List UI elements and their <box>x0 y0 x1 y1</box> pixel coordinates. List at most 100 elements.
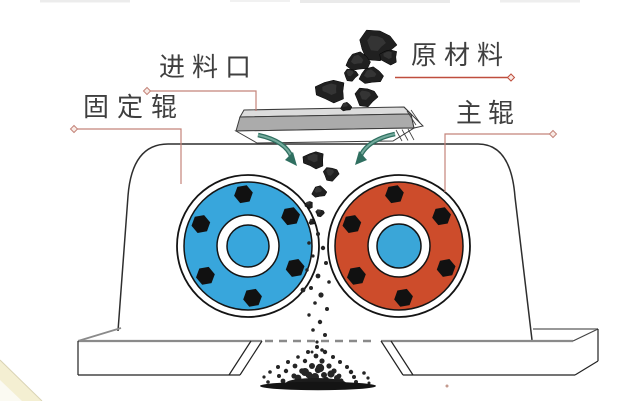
crushed-particle <box>280 378 286 384</box>
crushed-particle <box>320 245 326 251</box>
roller-bolt <box>394 288 413 307</box>
crushed-material-stream <box>262 232 371 385</box>
base-right <box>380 328 599 376</box>
leader-raw-material-diamond <box>506 73 516 82</box>
rock-highlight <box>342 102 348 107</box>
rock-highlight <box>367 35 386 51</box>
raw-material-rocks <box>302 29 398 225</box>
top-edge-artifacts <box>40 0 580 3</box>
crushed-particle <box>326 363 332 369</box>
rock-highlight <box>309 218 313 222</box>
roller-bolt <box>243 288 262 307</box>
crushed-particle <box>313 353 319 359</box>
leader-fixed-roller <box>74 128 182 184</box>
base-left <box>77 327 263 376</box>
crushed-particle <box>309 286 313 290</box>
roller-bolt <box>385 185 404 204</box>
rock-highlight <box>364 69 377 78</box>
crushed-particle <box>283 368 289 374</box>
rock-highlight <box>306 201 310 205</box>
rock-highlight <box>359 90 371 100</box>
rock-highlight <box>383 51 392 59</box>
corner-artifact <box>0 359 43 401</box>
crushed-particle <box>277 374 281 378</box>
rock-highlight <box>326 168 334 176</box>
rock-highlight <box>314 186 322 193</box>
crushed-particle <box>315 345 319 349</box>
label-fixed-roller: 固定辊 <box>83 93 186 122</box>
rock-highlight <box>307 153 318 163</box>
crushed-particle <box>321 372 327 378</box>
crushed-particle <box>292 363 298 369</box>
crushed-material-pile <box>260 378 376 391</box>
crushed-particle <box>276 365 280 369</box>
crushed-particle <box>309 363 315 369</box>
crushed-particle <box>313 301 317 305</box>
crushed-particle <box>338 360 342 364</box>
crushed-particle <box>362 371 366 375</box>
roller-bolt <box>342 215 362 233</box>
roller-bolt <box>191 215 211 233</box>
crushed-particle <box>320 348 324 352</box>
main-roller-hub <box>376 223 422 269</box>
crushed-particle <box>348 369 354 375</box>
feed-arrow-left <box>257 132 297 166</box>
crushed-particle <box>300 287 306 293</box>
leader-main-roller-diamond <box>548 129 558 139</box>
crushed-particle <box>315 273 321 279</box>
speck-artifact <box>445 384 449 388</box>
crushed-particle <box>318 292 324 298</box>
crushed-particle <box>324 261 328 265</box>
feed-hopper <box>234 106 424 144</box>
roller-bolt <box>285 259 305 277</box>
fixed-roller-hub <box>226 224 270 268</box>
crushed-particle <box>345 365 349 369</box>
roller-bolt <box>347 266 366 285</box>
leader-fixed-roller-diamond <box>69 124 79 134</box>
crushed-particle <box>311 254 315 258</box>
leader-main-roller <box>444 133 553 192</box>
crushed-particle <box>307 313 311 317</box>
feed-arrow-right <box>355 131 396 165</box>
crushed-particle <box>307 241 311 245</box>
crushed-particle <box>325 307 329 311</box>
crushed-particle <box>306 350 310 354</box>
roller-bolt <box>432 207 451 226</box>
leader-feed-inlet <box>147 90 257 111</box>
leader-feed-inlet-diamond <box>142 86 152 96</box>
roller-bolt <box>436 259 456 277</box>
crushed-particle <box>315 363 325 373</box>
crushed-particle <box>311 328 315 332</box>
crushed-particle <box>316 232 320 236</box>
rock-highlight <box>322 83 337 95</box>
crushed-particle <box>331 355 335 359</box>
fixed-roller-wheel <box>176 174 320 318</box>
roller-bolt <box>281 207 300 226</box>
label-raw-material: 原材料 <box>411 41 511 70</box>
leader-lines <box>69 73 558 192</box>
crushed-particle <box>315 340 319 344</box>
crushed-particle <box>266 380 270 384</box>
roller-bolt <box>234 185 253 204</box>
crushed-particle <box>327 280 331 284</box>
crushed-particle <box>327 370 335 378</box>
label-main-roller: 主辊 <box>456 99 521 128</box>
crushed-particle <box>262 375 266 379</box>
crushed-particle <box>352 375 356 379</box>
crushed-particle <box>301 368 309 376</box>
crushed-particle <box>286 360 290 364</box>
label-feed-inlet: 进料口 <box>159 53 259 82</box>
crushed-particle <box>302 358 308 364</box>
crushed-particle <box>323 333 327 337</box>
crushed-particle <box>367 381 371 385</box>
crushed-particle <box>317 319 323 325</box>
crushed-particle <box>319 358 325 364</box>
main-roller-wheel <box>327 174 471 318</box>
crushed-particle <box>310 350 314 354</box>
crushed-particle <box>268 370 272 374</box>
crushed-particle <box>305 268 309 272</box>
crushed-particle <box>366 376 370 380</box>
rock-highlight <box>351 54 364 65</box>
